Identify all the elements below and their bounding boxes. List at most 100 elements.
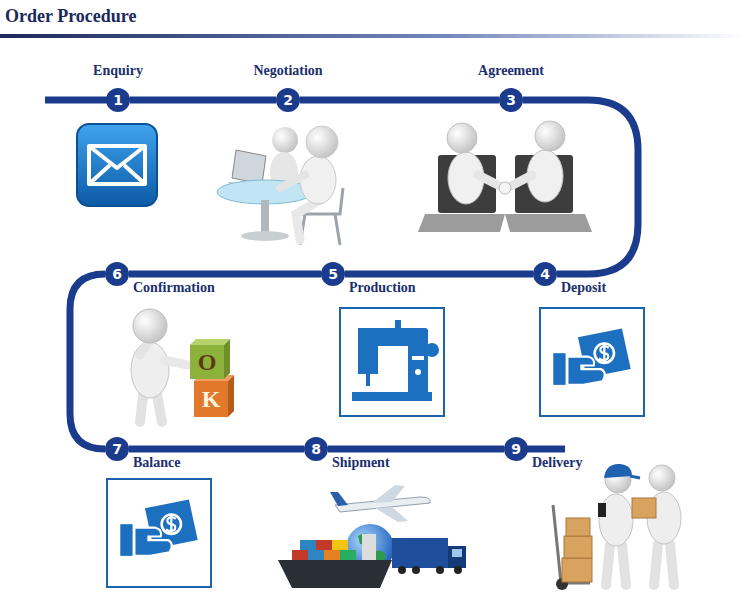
shipment-figure — [375, 507, 408, 522]
negotiation-figure — [232, 150, 266, 184]
shipment-figure — [362, 534, 376, 560]
step-label: Production — [349, 280, 416, 296]
shipment-figure — [436, 566, 444, 574]
callout-number: 2 — [276, 88, 300, 112]
callout-number: 8 — [304, 437, 328, 461]
balance-icon — [120, 500, 197, 556]
shipment-figure — [392, 538, 448, 568]
step-circle: 6Confirmation — [105, 262, 129, 286]
delivery-figure — [649, 465, 675, 491]
step-circle: 5Production — [321, 262, 345, 286]
flow-connector — [345, 271, 533, 278]
shipment-figure — [332, 540, 348, 550]
step-label: Confirmation — [133, 280, 215, 296]
sewing-machine-icon — [415, 369, 421, 375]
step-label: Enquiry — [93, 63, 143, 79]
envelope-icon — [89, 165, 145, 184]
callout-number: 1 — [106, 88, 130, 112]
delivery-figure — [670, 544, 674, 585]
sewing-machine-icon — [412, 356, 424, 360]
delivery-figure — [553, 464, 681, 590]
shipment-figure — [278, 560, 392, 588]
sewing-machine-icon — [366, 374, 370, 386]
sewing-machine-icon — [395, 320, 401, 328]
step-label: Delivery — [532, 455, 583, 471]
flow-connector — [129, 271, 321, 278]
flow-connector — [328, 446, 504, 453]
step-circle: 9Delivery — [504, 437, 528, 461]
negotiation-figure — [272, 127, 298, 153]
deposit-icon — [553, 329, 630, 385]
step-circle: 7Balance — [105, 437, 129, 461]
shipment-figure — [448, 546, 466, 568]
delivery-figure — [630, 476, 640, 478]
flow-connector — [129, 446, 304, 453]
envelope-icon — [77, 124, 157, 206]
confirmation-figure — [131, 342, 169, 398]
step-label: Negotiation — [253, 63, 322, 79]
title-rule — [0, 34, 745, 38]
shipment-figure — [300, 540, 316, 550]
callout-number: 3 — [499, 88, 523, 112]
shipment-figure — [358, 533, 386, 562]
shipment-figure — [278, 485, 466, 588]
delivery-figure — [654, 544, 658, 585]
sewing-machine-icon — [340, 308, 444, 416]
negotiation-figure — [241, 231, 289, 241]
step-label: Balance — [133, 455, 180, 471]
sewing-machine-icon — [358, 328, 378, 374]
negotiation-figure — [296, 200, 320, 240]
delivery-figure — [566, 518, 590, 536]
confirmation-figure — [228, 375, 234, 417]
callout-number: 5 — [321, 262, 345, 286]
agreement-figure — [418, 214, 505, 232]
shipment-figure — [316, 540, 332, 550]
shipment-figure — [412, 566, 420, 574]
shipment-figure — [324, 550, 340, 560]
sewing-machine-icon — [425, 343, 439, 357]
block-letter: K — [202, 386, 221, 413]
flow-track — [45, 97, 112, 104]
balance-icon — [107, 479, 211, 587]
diagram-title: Order Procedure — [5, 6, 136, 27]
negotiation-figure — [280, 175, 305, 188]
shipment-figure — [452, 549, 462, 557]
confirmation-figure — [164, 360, 188, 365]
agreement-figure — [505, 214, 592, 232]
shipment-figure — [330, 492, 348, 506]
step-circle: 2Negotiation — [276, 88, 300, 112]
confirmation-figure — [224, 339, 230, 379]
shipment-figure — [340, 550, 356, 560]
agreement-figure — [418, 121, 592, 232]
callout-number: 4 — [533, 262, 557, 286]
callout-number: 9 — [504, 437, 528, 461]
step-label: Shipment — [332, 455, 390, 471]
deposit-icon — [540, 308, 644, 416]
confirmation-figure — [140, 395, 143, 422]
step-circle: 1Enquiry — [106, 88, 130, 112]
confirmation-figure — [157, 395, 162, 422]
step-label: Agreement — [478, 63, 544, 79]
callout-number: 7 — [105, 437, 129, 461]
negotiation-figure — [300, 156, 336, 204]
shipment-figure — [308, 550, 324, 560]
delivery-figure — [598, 503, 606, 517]
confirmation-figure — [190, 345, 224, 379]
flow-connector — [300, 97, 499, 104]
delivery-figure — [606, 545, 610, 585]
deposit-icon — [540, 308, 644, 416]
agreement-figure — [535, 121, 565, 151]
flow-connector — [70, 274, 105, 449]
envelope-icon — [89, 146, 145, 168]
block-letter: O — [198, 349, 217, 376]
confirmation-figure — [131, 309, 234, 422]
shipment-figure — [372, 485, 405, 503]
negotiation-figure — [261, 200, 269, 234]
step-circle: 8Shipment — [304, 437, 328, 461]
delivery-figure — [622, 545, 626, 585]
delivery-figure — [632, 498, 656, 518]
negotiation-figure — [217, 126, 343, 245]
callout-number: 6 — [105, 262, 129, 286]
envelope-icon — [89, 146, 145, 184]
